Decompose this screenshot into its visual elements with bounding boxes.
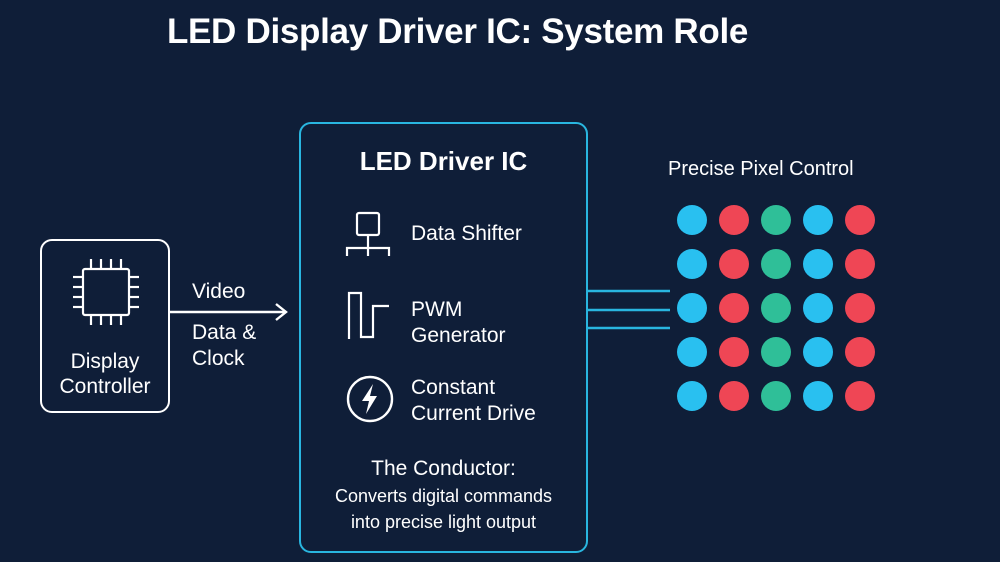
driver-heading: LED Driver IC: [359, 146, 528, 176]
arrow-label-video: Video: [192, 280, 246, 303]
pixel-blue: [803, 205, 833, 235]
pixel-grid-title: Precise Pixel Control: [668, 158, 854, 180]
feature-label-line2: Generator: [411, 324, 506, 347]
controller-label-line1: Display: [70, 350, 140, 373]
pixel-red: [845, 249, 875, 279]
feature-label: Data Shifter: [411, 222, 522, 245]
arrow-label-clock: Clock: [192, 347, 245, 370]
pixel-blue: [677, 249, 707, 279]
feature-label-line1: Constant: [411, 376, 496, 399]
conductor-line2: into precise light output: [350, 512, 537, 532]
conductor-description: The Conductor: Converts digital commands…: [301, 456, 586, 534]
pixel-red: [845, 205, 875, 235]
pixel-red: [845, 381, 875, 411]
feature-label-line1: PWM: [411, 298, 463, 321]
pixel-grid: [677, 205, 887, 417]
controller-label-line2: Controller: [59, 375, 151, 398]
pwm-waveform-icon: [347, 291, 389, 339]
conductor-heading: The Conductor:: [371, 457, 516, 480]
pixel-blue: [803, 249, 833, 279]
pixel-green: [761, 337, 791, 367]
data-shifter-icon: [345, 211, 391, 256]
pixel-blue: [677, 205, 707, 235]
pixel-red: [845, 337, 875, 367]
pixel-red: [719, 293, 749, 323]
pixel-blue: [803, 337, 833, 367]
led-driver-ic-block: LED Driver IC Data Shifter PWM Generator…: [299, 122, 588, 553]
controller-label: Display Controller: [42, 349, 168, 399]
pixel-red: [719, 381, 749, 411]
chip-icon: [73, 259, 139, 325]
pixel-red: [845, 293, 875, 323]
pixel-blue: [677, 381, 707, 411]
display-controller-block: Display Controller: [40, 239, 170, 413]
data-arrow: [170, 303, 288, 321]
feature-label-line2: Current Drive: [411, 402, 536, 425]
pixel-red: [719, 249, 749, 279]
conductor-line1: Converts digital commands: [334, 486, 553, 506]
arrow-label-data: Data &: [192, 321, 257, 344]
pixel-green: [761, 293, 791, 323]
page-title: LED Display Driver IC: System Role: [166, 12, 749, 51]
pixel-blue: [803, 293, 833, 323]
pixel-blue: [803, 381, 833, 411]
pixel-green: [761, 249, 791, 279]
arrow-head-icon: [275, 303, 288, 321]
pixel-green: [761, 381, 791, 411]
output-lines: [586, 289, 670, 330]
pixel-blue: [677, 293, 707, 323]
pixel-blue: [677, 337, 707, 367]
pixel-green: [761, 205, 791, 235]
pixel-red: [719, 205, 749, 235]
pixel-red: [719, 337, 749, 367]
lightning-bolt-icon: [346, 375, 394, 423]
